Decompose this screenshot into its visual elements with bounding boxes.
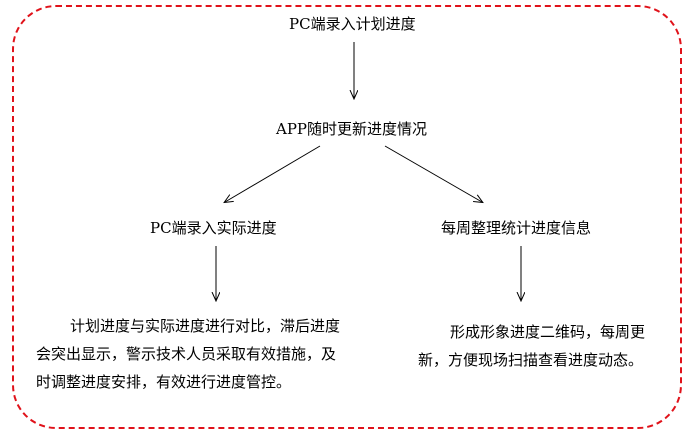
left-description: 计划进度与实际进度进行对比，滞后进度 会突出显示，警示技术人员采取有效措施，及 … xyxy=(36,312,340,396)
dashed-frame xyxy=(12,5,682,429)
right-line-1: 形成形象进度二维码，每周更 xyxy=(450,323,646,341)
left-line-1: 计划进度与实际进度进行对比，滞后进度 xyxy=(70,317,341,335)
left-line-3: 时调整进度安排，有效进行进度管控。 xyxy=(36,373,292,391)
node-right: 每周整理统计进度信息 xyxy=(441,219,592,237)
arrow-middle-to-left xyxy=(225,145,321,202)
right-line-2: 新，方便现场扫描查看进度动态。 xyxy=(418,351,644,369)
node-left: PC端录入实际进度 xyxy=(150,219,277,237)
node-top: PC端录入计划进度 xyxy=(289,15,416,33)
node-middle: APP随时更新进度情况 xyxy=(276,120,428,138)
right-description: 形成形象进度二维码，每周更 新，方便现场扫描查看进度动态。 xyxy=(418,318,645,374)
left-line-2: 会突出显示，警示技术人员采取有效措施，及 xyxy=(36,345,337,363)
arrow-middle-to-right xyxy=(384,145,482,202)
